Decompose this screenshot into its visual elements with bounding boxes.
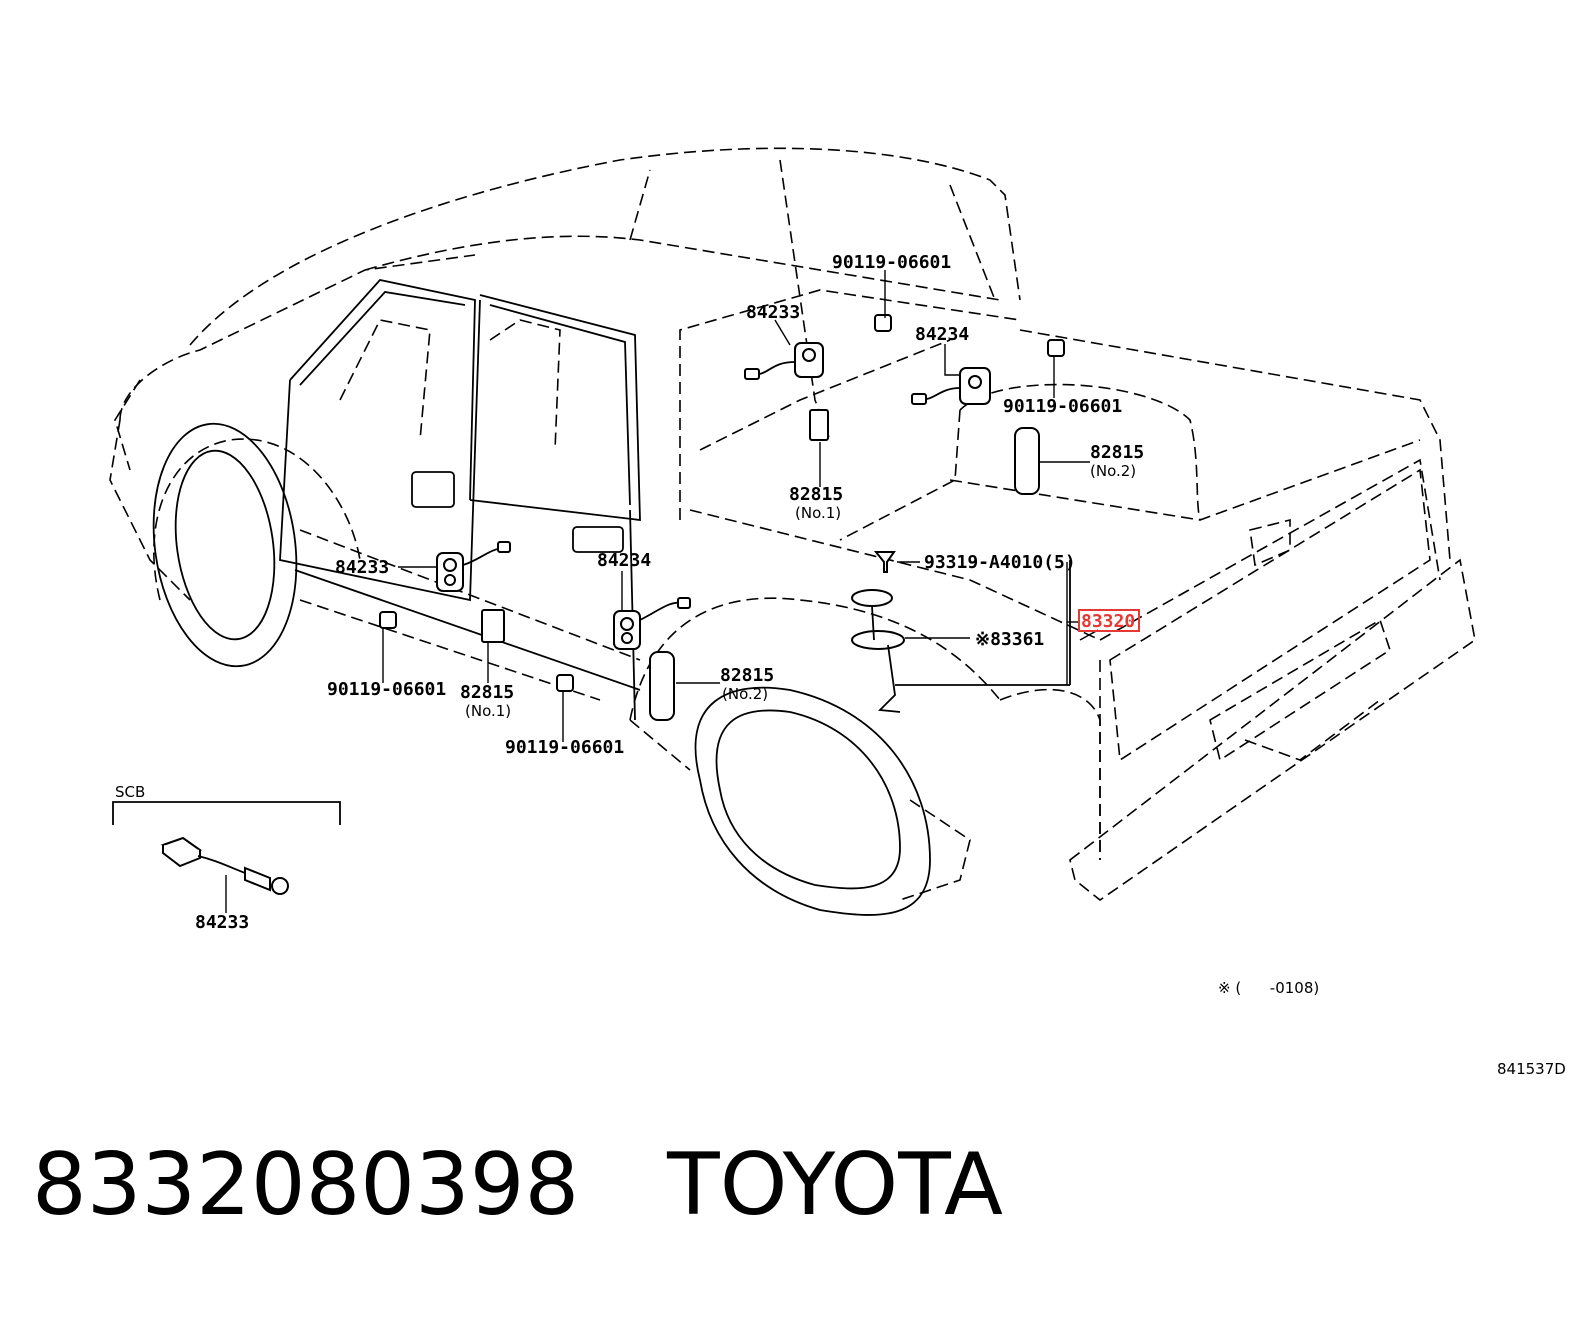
striker-icon bbox=[649, 651, 675, 721]
callout-fuel-sender[interactable]: 83320 bbox=[1081, 611, 1135, 632]
scb-inset: SCB 84233 bbox=[112, 783, 341, 933]
callout-door-switch-left: 84233 bbox=[335, 557, 389, 578]
callout-bolt-top-left: 90119-06601 bbox=[832, 252, 951, 273]
striker-icon bbox=[1014, 427, 1040, 495]
bolt-icon bbox=[1047, 339, 1065, 357]
inset-title: SCB bbox=[115, 783, 145, 801]
callout-striker-bottom: 82815 bbox=[460, 682, 514, 703]
striker-icon bbox=[809, 409, 829, 441]
callout-bolt-top-right: 90119-06601 bbox=[1003, 396, 1122, 417]
callout-striker-no2-bottom: 82815 bbox=[720, 665, 774, 686]
callout-switch-top-left: 84233 bbox=[746, 302, 800, 323]
highlight-box bbox=[1078, 609, 1140, 632]
inset-part: 84233 bbox=[195, 912, 249, 933]
bolt-icon bbox=[379, 611, 397, 629]
bolt-icon bbox=[556, 674, 574, 692]
callout-striker-right: 82815 bbox=[1090, 442, 1144, 463]
striker-icon bbox=[481, 609, 505, 643]
part-glyphs bbox=[379, 314, 1065, 721]
callout-striker-bottom-sub: (No.1) bbox=[465, 702, 511, 720]
callout-striker-no2-bottom-sub: (No.2) bbox=[722, 685, 768, 703]
screw-icon bbox=[873, 551, 896, 573]
brand-name: TOYOTA bbox=[667, 1135, 1003, 1235]
callout-fuel-gauge: ※83361 bbox=[975, 629, 1044, 650]
footer: 8332080398 TOYOTA bbox=[32, 1135, 1003, 1245]
callout-striker-right-sub: (No.2) bbox=[1090, 462, 1136, 480]
fuel-sender-icon bbox=[851, 589, 893, 607]
bolt-icon bbox=[874, 314, 892, 332]
callout-labels: 90119-06601 84233 84234 90119-06601 8281… bbox=[327, 252, 1144, 758]
callout-striker-center: 82815 bbox=[789, 484, 843, 505]
callout-clip-screw: 93319-A4010(5) bbox=[924, 552, 1076, 573]
part-number: 8332080398 bbox=[32, 1135, 580, 1235]
callout-door-switch-center: 84234 bbox=[597, 550, 651, 571]
footnote: ※ ( -0108) bbox=[1218, 979, 1319, 997]
callout-bolt-bottom-left: 90119-06601 bbox=[327, 679, 446, 700]
callout-bolt-bottom-center: 90119-06601 bbox=[505, 737, 624, 758]
sensor-icon bbox=[244, 866, 271, 892]
callout-striker-center-sub: (No.1) bbox=[795, 504, 841, 522]
callout-switch-top-right: 84234 bbox=[915, 324, 969, 345]
figure-code: 841537D bbox=[1497, 1060, 1566, 1078]
vehicle-outline bbox=[109, 147, 1476, 916]
